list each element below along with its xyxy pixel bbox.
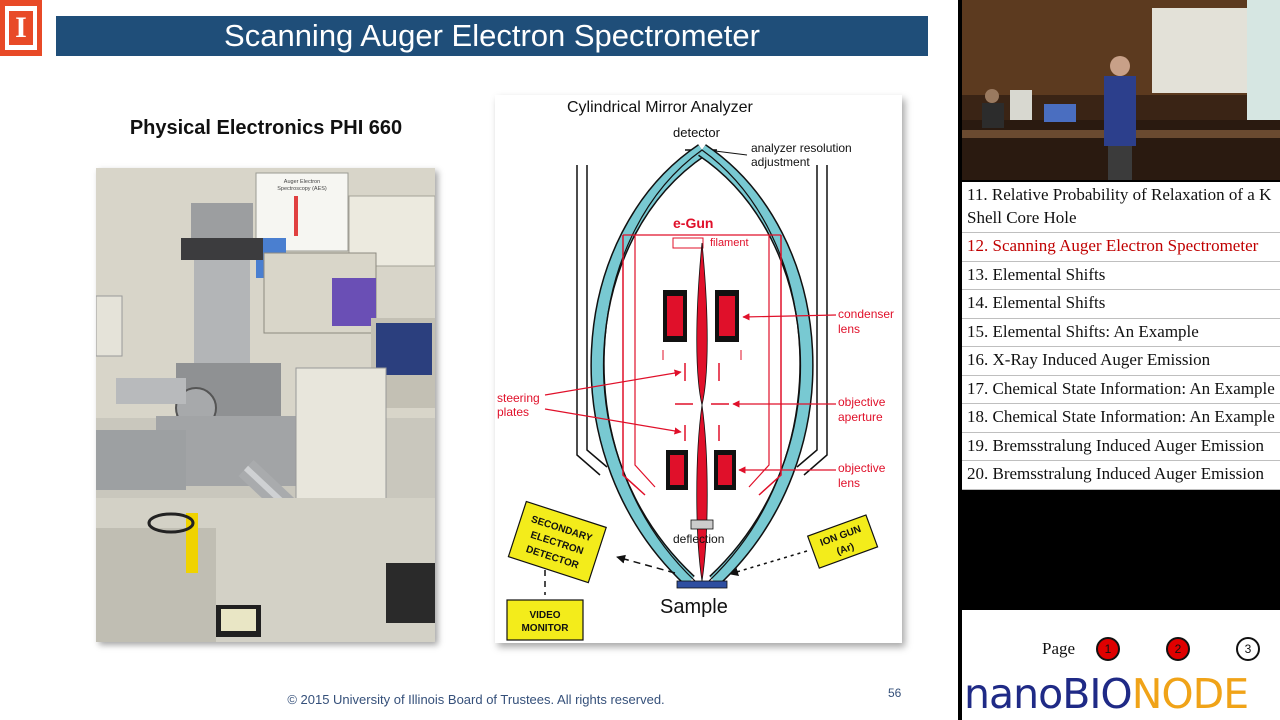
slide-number: 56 [888,686,902,700]
university-logo: I [0,0,42,56]
sample-label: Sample [660,596,728,618]
video-label-1: VIDEO [529,610,560,621]
page-3-button[interactable]: 3 [1236,637,1260,661]
steering-label-1: steering [497,391,540,405]
photo-caption: Physical Electronics PHI 660 [129,117,403,139]
toc-item-18[interactable]: 18. Chemical State Information: An Examp… [962,404,1280,433]
objective-lens-label-1: objective [838,461,886,475]
objective-lens-label-2: lens [838,476,860,490]
video-label-2: MONITOR [521,623,569,634]
objective-aperture-label-2: aperture [838,410,883,424]
table-of-contents: 11. Relative Probability of Relaxation o… [962,182,1280,490]
brand-bio: BIO [1062,672,1132,718]
page-label: Page [1042,639,1076,658]
steering-label-2: plates [497,405,529,419]
toc-item-11[interactable]: 11. Relative Probability of Relaxation o… [962,182,1280,233]
toc-item-13[interactable]: 13. Elemental Shifts [962,262,1280,290]
toc-item-16[interactable]: 16. X-Ray Induced Auger Emission [962,347,1280,376]
objective-aperture-label-1: objective [838,395,886,409]
analyzer-label-1: analyzer resolution [751,141,852,155]
toc-item-14[interactable]: 14. Elemental Shifts [962,290,1280,319]
toc-item-17[interactable]: 17. Chemical State Information: An Examp… [962,376,1280,404]
lecturer-video[interactable] [962,0,1280,180]
deflection-label: deflection [673,532,724,546]
toc-item-15[interactable]: 15. Elemental Shifts: An Example [962,319,1280,347]
analyzer-label-2: adjustment [751,155,810,169]
condenser-label-1: condenser [838,307,894,321]
filament-label: filament [710,237,749,249]
diagram-title: Cylindrical Mirror Analyzer [567,99,753,116]
page-2-button[interactable]: 2 [1166,637,1190,661]
nanobionode-logo: nanoBIONODE [962,672,1280,720]
cma-diagram: Cylindrical Mirror Analyzer detector ana… [495,95,902,643]
pagination: Page 1 2 3 [962,610,1280,672]
instrument-photo: Auger Electron Spectroscopy (AES) [96,168,435,642]
brand-node: NODE [1131,672,1249,718]
poster-line2: Spectroscopy (AES) [277,186,327,192]
egun-label: e-Gun [673,215,713,231]
toc-item-19[interactable]: 19. Bremsstralung Induced Auger Emission [962,433,1280,461]
brand-nano: nano [964,672,1063,718]
poster-line1: Auger Electron [284,179,320,185]
slide-title: Scanning Auger Electron Spectrometer [56,16,928,56]
toc-item-12[interactable]: 12. Scanning Auger Electron Spectrometer [962,233,1280,262]
copyright-footer: © 2015 University of Illinois Board of T… [287,692,665,707]
condenser-label-2: lens [838,322,860,336]
slide: I Scanning Auger Electron Spectrometer P… [0,0,928,707]
detector-label: detector [673,125,721,140]
logo-letter: I [9,11,33,45]
page-1-button[interactable]: 1 [1096,637,1120,661]
toc-item-20[interactable]: 20. Bremsstralung Induced Auger Emission [962,461,1280,490]
